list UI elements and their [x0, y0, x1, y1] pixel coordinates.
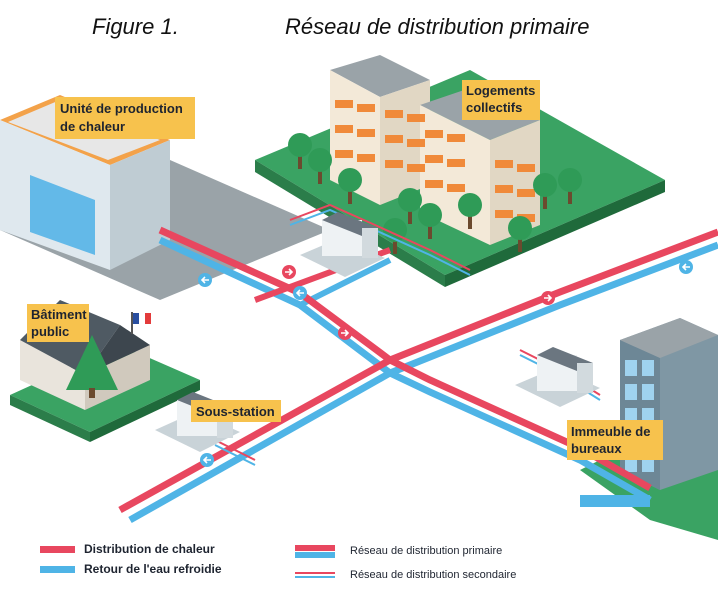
tree-trunk: [543, 195, 547, 209]
tree-trunk: [393, 240, 397, 254]
legend-heat-label: Distribution de chaleur: [84, 542, 215, 556]
label-housing-line2: collectifs: [466, 100, 522, 115]
substation-housing: [300, 212, 385, 277]
arrow-left-icon: [198, 260, 693, 467]
legend-return-label: Retour de l'eau refroidie: [84, 562, 222, 576]
balcony: [335, 150, 353, 158]
legend: [40, 545, 335, 578]
label-production: Unité de production de chaleur: [55, 97, 195, 139]
balcony: [385, 110, 403, 118]
balcony: [495, 160, 513, 168]
legend-primary-swatch: [295, 545, 335, 558]
balcony: [495, 210, 513, 218]
balcony: [357, 129, 375, 137]
tree-crown: [458, 193, 482, 217]
label-housing-line1: Logements: [466, 83, 535, 98]
office-window: [642, 360, 654, 376]
tree-trunk: [428, 225, 432, 239]
legend-primary-label: Réseau de distribution primaire: [350, 545, 503, 557]
tree-trunk: [408, 210, 412, 224]
trees: [288, 133, 582, 254]
flag-icon: [133, 313, 151, 324]
balcony: [357, 104, 375, 112]
legend-secondary-label: Réseau de distribution secondaire: [350, 569, 517, 581]
tree-trunk: [298, 155, 302, 169]
label-housing: Logements collectifs: [462, 80, 540, 120]
tree-trunk: [568, 190, 572, 204]
tree-crown: [338, 168, 362, 192]
office-window: [642, 384, 654, 400]
balcony: [447, 184, 465, 192]
arrow-right-icon: [282, 265, 555, 340]
label-production-line2: de chaleur: [60, 119, 125, 134]
tree-crown: [418, 203, 442, 227]
office-window: [625, 360, 637, 376]
balcony: [335, 100, 353, 108]
tree-trunk: [318, 170, 322, 184]
figure-title: Réseau de distribution primaire: [285, 14, 590, 39]
tree-crown: [508, 216, 532, 240]
balcony: [447, 134, 465, 142]
balcony: [335, 125, 353, 133]
balcony: [385, 135, 403, 143]
office-window: [625, 384, 637, 400]
primary-network: [118, 226, 718, 524]
balcony: [385, 160, 403, 168]
tree-trunk: [518, 238, 522, 252]
tree-trunk: [468, 215, 472, 229]
label-offices-line2: bureaux: [571, 441, 622, 456]
tree-crown: [398, 188, 422, 212]
balcony: [425, 180, 443, 188]
tree-crown: [308, 148, 332, 172]
housing-block: [255, 55, 665, 287]
balcony: [407, 114, 425, 122]
balcony: [425, 130, 443, 138]
balcony: [407, 164, 425, 172]
flag-pole: [131, 312, 133, 334]
balcony: [357, 154, 375, 162]
label-offices-line1: Immeuble de: [571, 424, 650, 439]
balcony: [495, 185, 513, 193]
figure-number: Figure 1.: [92, 14, 179, 39]
tree-crown: [558, 168, 582, 192]
legend-secondary-swatch: [295, 572, 335, 578]
tree-crown: [288, 133, 312, 157]
tree-trunk: [348, 190, 352, 204]
label-offices: Immeuble de bureaux: [567, 420, 663, 460]
legend-return-swatch: [40, 566, 75, 573]
tree-crown: [533, 173, 557, 197]
legend-heat-swatch: [40, 546, 75, 553]
label-public-line2: public: [31, 324, 69, 339]
label-substation: Sous-station: [191, 400, 281, 422]
balcony: [517, 164, 535, 172]
label-substation-text: Sous-station: [196, 404, 275, 419]
tree-icon: [66, 335, 118, 398]
label-public-line1: Bâtiment: [31, 307, 87, 322]
balcony: [447, 159, 465, 167]
balcony: [517, 189, 535, 197]
label-public-building: Bâtiment public: [27, 304, 89, 342]
label-production-line1: Unité de production: [60, 101, 183, 116]
balcony: [407, 139, 425, 147]
substation-offices: [515, 347, 600, 407]
balcony: [425, 155, 443, 163]
